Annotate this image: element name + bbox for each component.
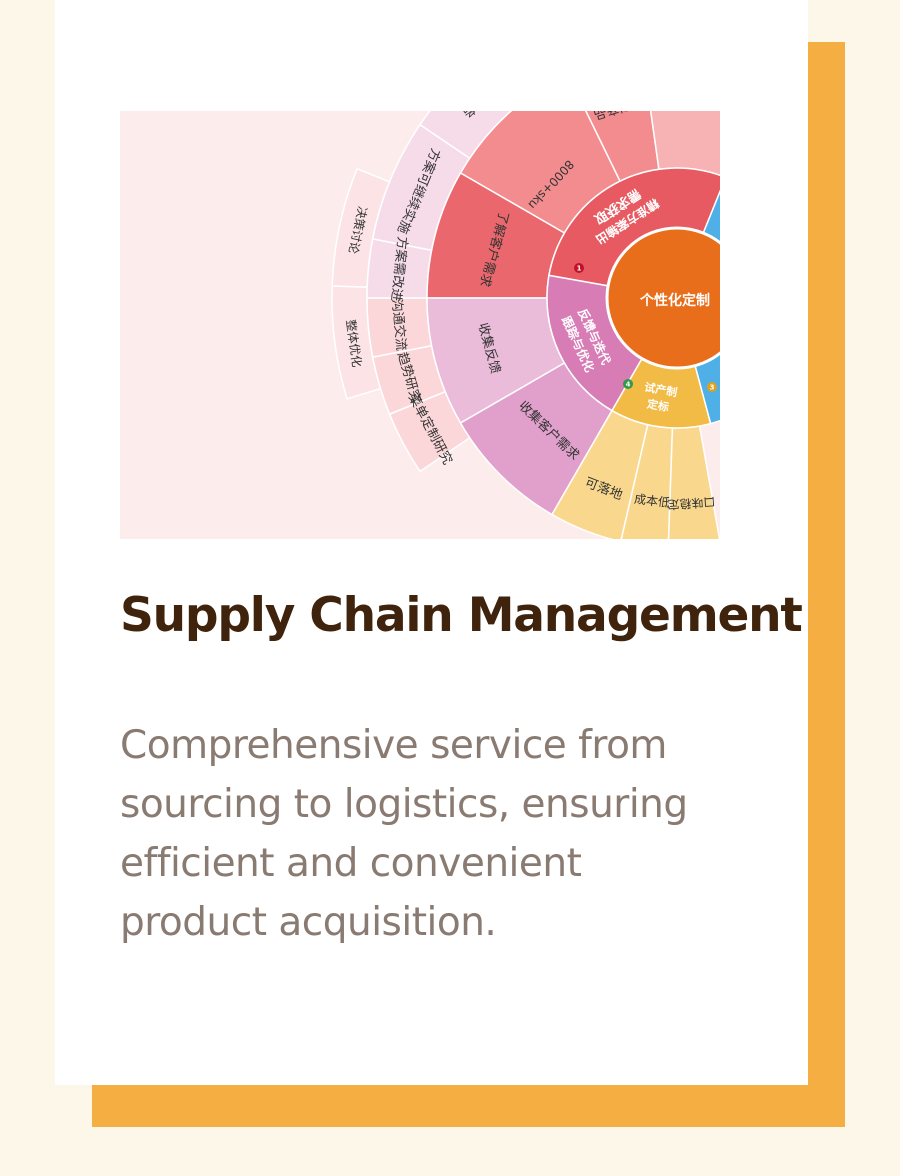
ring3-label-improve: 方案需改进 [388, 236, 411, 302]
card-title: Supply Chain Management [120, 588, 803, 643]
ring2-label-lowcost: 成本低 [633, 492, 670, 510]
ring1-segment-blue [694, 189, 720, 425]
ring4-label-optimize: 整体优化 [343, 319, 365, 369]
sunburst-svg: 个性化定制需求获取精准方案输出跟踪与优化反馈与迭代定标试产制143系列产品800… [331, 111, 720, 539]
ring1-badge-trial-label: 3 [710, 384, 715, 392]
ring1-badge-tracking-label: 4 [626, 381, 631, 389]
ring1-badge-demand [574, 263, 584, 273]
card-description: Comprehensive service from sourcing to l… [120, 723, 688, 945]
center-label: 个性化定制 [639, 292, 710, 309]
ring2-segment-stable [667, 425, 720, 539]
sunburst-diagram: 个性化定制需求获取精准方案输出跟踪与优化反馈与迭代定标试产制143系列产品800… [120, 111, 720, 539]
ring1-badge-tracking [623, 379, 633, 389]
ring1-label-trial: 定标 [646, 397, 670, 415]
ring1-badge-demand-label: 1 [577, 265, 582, 273]
ring1-badge-trial [707, 382, 717, 392]
ring2-label-stable: 口味稳定 [667, 494, 716, 512]
ring3-label-communication: 沟通交流 [388, 298, 409, 351]
center-circle [605, 226, 720, 370]
ring1-sublabel-trial: 试产制 [643, 380, 678, 400]
